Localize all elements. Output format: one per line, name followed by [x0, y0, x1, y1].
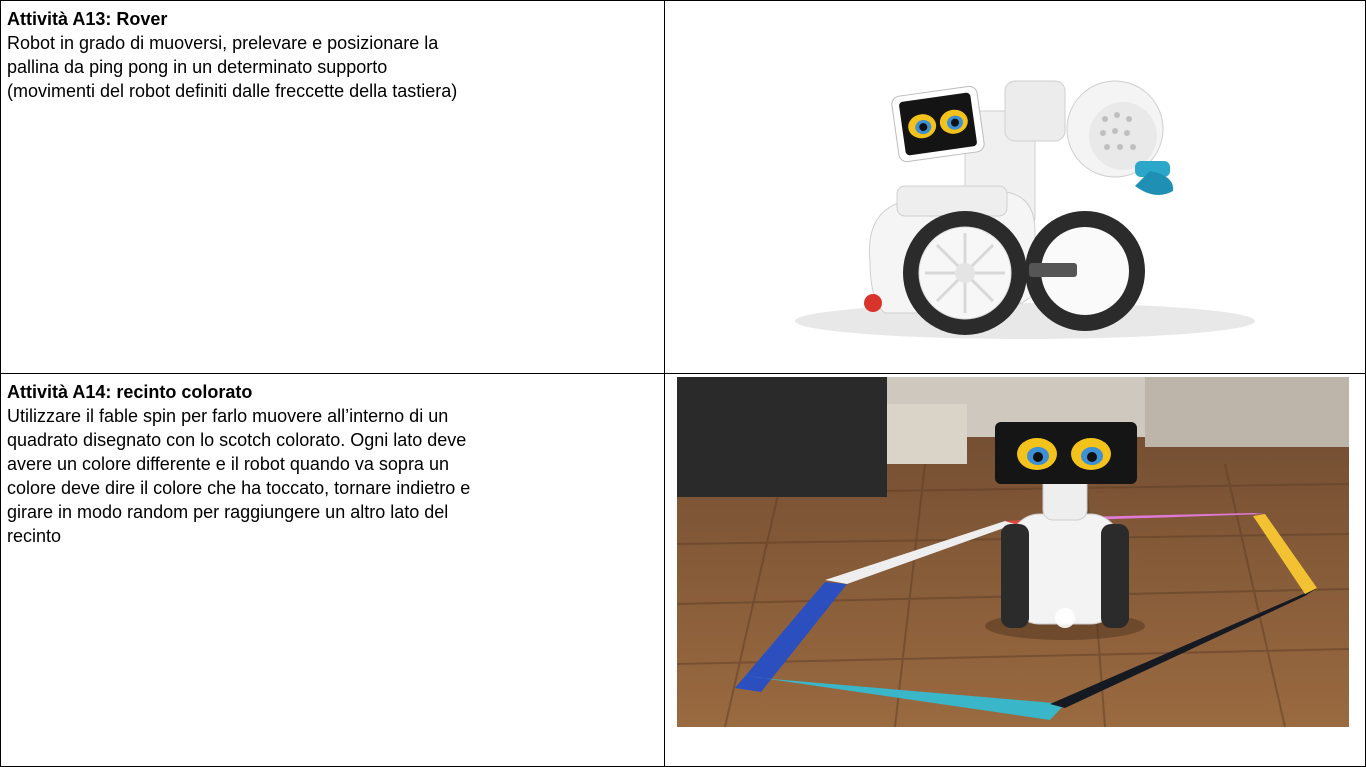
activity-title: Attività A13: Rover: [7, 9, 168, 29]
activity-row-a14: Attività A14: recinto colorato Utilizzar…: [0, 373, 1366, 767]
colored-fence-photo: [677, 377, 1350, 728]
activity-text-cell: Attività A14: recinto colorato Utilizzar…: [0, 373, 666, 767]
activity-text-cell: Attività A13: Rover Robot in grado di mu…: [0, 0, 666, 375]
activity-row-a13: Attività A13: Rover Robot in grado di mu…: [0, 0, 1366, 375]
activity-description: Utilizzare il fable spin per farlo muove…: [7, 406, 471, 547]
rover-robot-image: [795, 80, 1256, 339]
activity-title: Attività A14: recinto colorato: [7, 382, 253, 403]
activity-image-cell: [664, 373, 1366, 767]
activity-image-cell: [664, 0, 1366, 375]
activity-description: Robot in grado di muoversi, prelevare e …: [7, 33, 458, 101]
